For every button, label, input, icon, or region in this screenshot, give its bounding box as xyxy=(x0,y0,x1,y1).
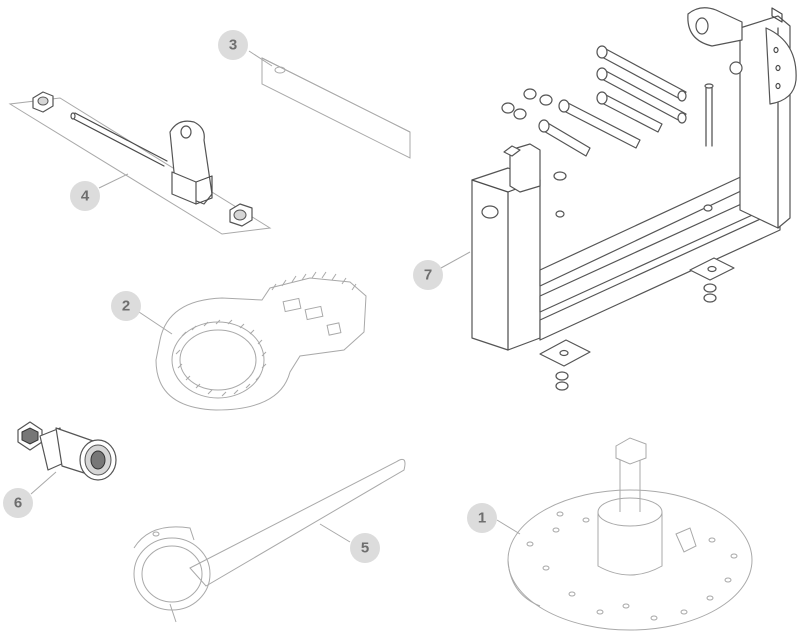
part-4-nut-left xyxy=(32,91,54,113)
part-7-foot-plate-left xyxy=(539,339,591,391)
callout-3: 3 xyxy=(218,30,248,60)
callout-5: 5 xyxy=(350,533,380,563)
callout-2: 2 xyxy=(111,291,141,321)
callout-1-label: 1 xyxy=(478,510,486,527)
callout-1: 1 xyxy=(467,503,497,533)
part-6-socket-adapter xyxy=(17,421,117,481)
part-5-hook-wrench xyxy=(133,458,406,623)
callout-6: 6 xyxy=(3,488,33,518)
part-7-u-frame-fixture xyxy=(471,7,797,391)
part-7-foot-plate-right xyxy=(689,257,735,303)
callout-4: 4 xyxy=(70,181,100,211)
callout-2-label: 2 xyxy=(122,298,130,315)
part-2-ring-wrench xyxy=(155,271,367,411)
part-4-nut-right xyxy=(229,203,253,227)
part-3-gasket xyxy=(261,57,411,159)
part-7-bolts xyxy=(501,45,687,157)
callout-7: 7 xyxy=(413,260,443,290)
callout-7-label: 7 xyxy=(424,267,432,284)
callout-6-label: 6 xyxy=(14,495,22,512)
part-1-flange-shaft xyxy=(507,437,753,631)
part-4-pin-bracket-assembly xyxy=(8,91,272,235)
callout-5-label: 5 xyxy=(361,540,369,557)
leader-lines xyxy=(30,50,521,543)
callout-3-label: 3 xyxy=(229,37,237,54)
callout-4-label: 4 xyxy=(81,188,90,205)
part-4-bracket xyxy=(169,120,213,205)
